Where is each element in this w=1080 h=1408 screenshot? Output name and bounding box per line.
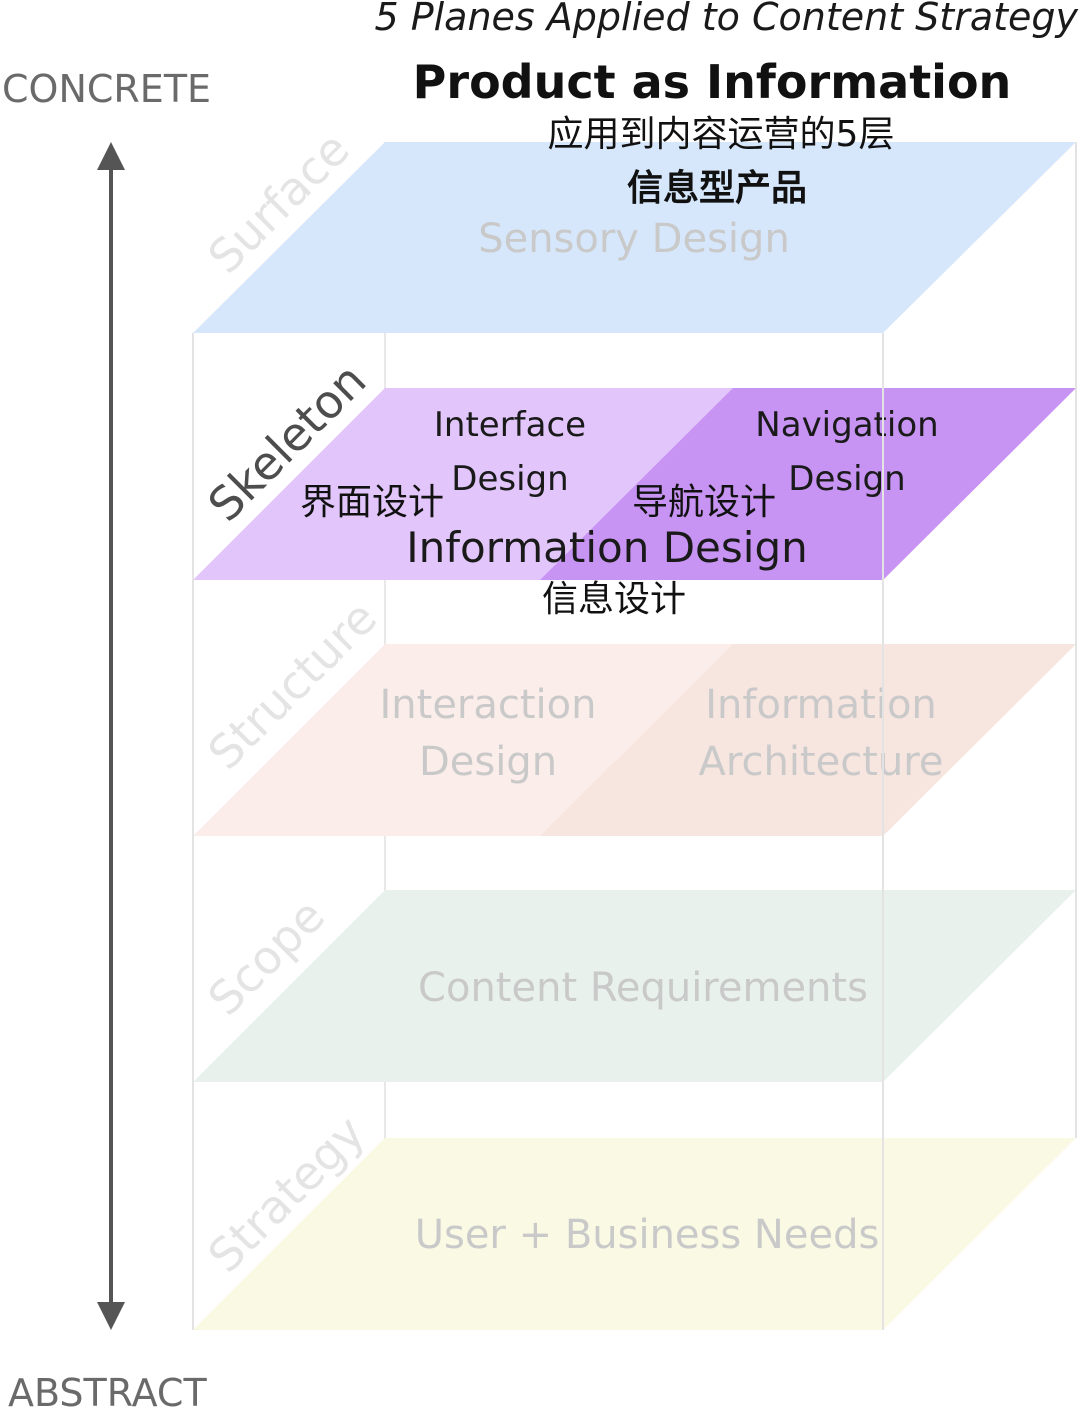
plane-skeleton-right-line2: Design — [788, 459, 905, 499]
plane-structure-left-line2: Design — [419, 739, 557, 785]
plane-skeleton-right-cn: 导航设计 — [632, 482, 776, 523]
diagram-title: 5 Planes Applied to Content Strategy — [374, 0, 1078, 39]
plane-skeleton-left-line2: Design — [451, 459, 568, 499]
plane-scope: Content Requirements Scope — [193, 889, 1076, 1082]
axis-bottom-label: ABSTRACT — [8, 1371, 207, 1408]
concrete-abstract-arrow — [97, 142, 125, 1330]
plane-skeleton-bottom: Information Design — [406, 523, 807, 572]
plane-strategy-surface — [193, 1138, 1076, 1330]
plane-strategy: User + Business Needs Strategy — [193, 1105, 1076, 1330]
plane-surface-surface — [193, 142, 1076, 333]
plane-surface: Sensory Design Surface — [193, 122, 1076, 333]
plane-skeleton-right-line1: Navigation — [755, 405, 938, 445]
plane-structure-left-line1: Interaction — [379, 682, 596, 728]
diagram-subtitle: Product as Information — [413, 55, 1012, 109]
plane-skeleton-left-cn: 界面设计 — [300, 482, 444, 523]
plane-skeleton-left-line1: Interface — [434, 405, 586, 445]
plane-strategy-content: User + Business Needs — [415, 1212, 880, 1258]
diagram-title-cn: 应用到内容运营的5层 — [548, 114, 895, 155]
plane-structure-right-line2: Architecture — [699, 739, 944, 785]
plane-skeleton-bottom-cn: 信息设计 — [542, 579, 686, 620]
axis-top-label: CONCRETE — [2, 67, 211, 111]
plane-scope-surface — [193, 890, 1076, 1082]
plane-skeleton-right-surface — [540, 388, 1076, 580]
plane-skeleton: Interface Design Navigation Design Infor… — [193, 353, 1076, 620]
plane-structure-right-line1: Information — [705, 682, 937, 728]
plane-structure: Interaction Design Information Architect… — [193, 590, 1076, 836]
plane-scope-content: Content Requirements — [418, 965, 868, 1011]
plane-structure-right-surface — [540, 644, 1076, 836]
plane-surface-content: Sensory Design — [478, 216, 790, 262]
cube-front-edges — [192, 142, 1077, 1330]
diagram-subtitle-cn: 信息型产品 — [627, 168, 807, 209]
